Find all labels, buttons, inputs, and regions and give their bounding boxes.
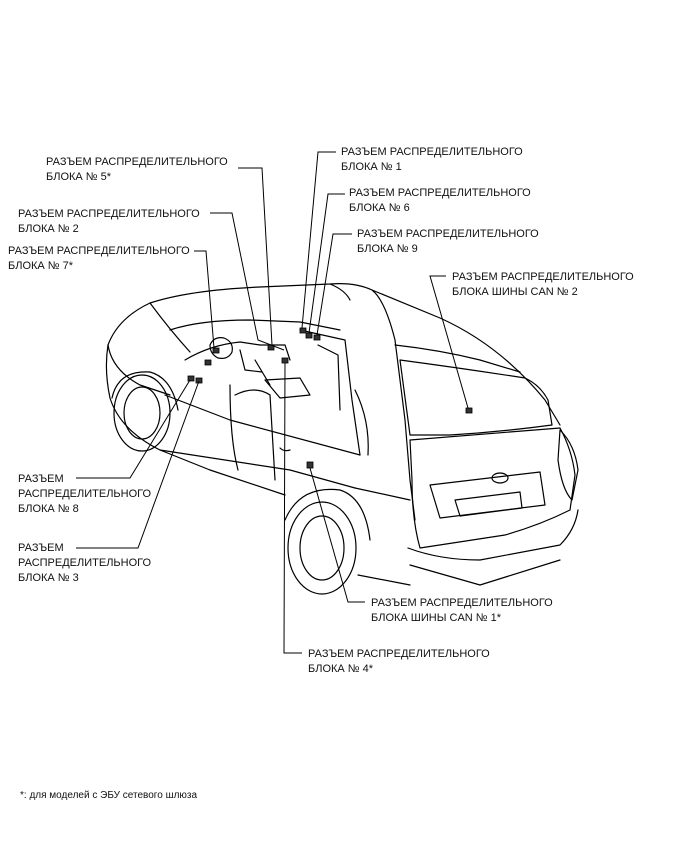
connector-marker-3 (195, 377, 203, 384)
leader-block5 (238, 167, 273, 346)
connector-marker-can1 (306, 461, 314, 469)
leader-block4 (283, 362, 302, 654)
label-block8: РАЗЪЕМ РАСПРЕДЕЛИТЕЛЬНОГО БЛОКА № 8 (18, 473, 152, 515)
front-body (105, 344, 211, 471)
leader-block7 (194, 250, 215, 349)
connector-marker-8 (187, 375, 195, 382)
connector-marker-1 (299, 327, 307, 334)
footnote: *: для моделей с ЭБУ сетевого шлюза (20, 790, 198, 801)
rear-wheel (287, 501, 357, 595)
label-block4: РАЗЪЕМ РАСПРЕДЕЛИТЕЛЬНОГО БЛОКА № 4* (308, 648, 490, 675)
leader-can1 (309, 467, 365, 603)
label-block1: РАЗЪЕМ РАСПРЕДЕЛИТЕЛЬНОГО БЛОКА № 1 (341, 146, 523, 173)
leader-block3 (76, 380, 200, 549)
connector-marker-7 (204, 359, 212, 366)
tailgate (409, 427, 576, 549)
label-can1: РАЗЪЕМ РАСПРЕДЕЛИТЕЛЬНОГО БЛОКА ШИНЫ CAN… (371, 597, 553, 624)
label-block6: РАЗЪЕМ РАСПРЕДЕЛИТЕЛЬНОГО БЛОКА № 6 (349, 187, 531, 214)
steering-wheel (209, 337, 233, 359)
leader-block6 (308, 193, 345, 334)
leader-can2 (429, 275, 469, 409)
connector-marker-4 (281, 357, 289, 364)
label-block3: РАЗЪЕМ РАСПРЕДЕЛИТЕЛЬНОГО БЛОКА № 3 (18, 542, 152, 584)
connector-marker-2 (212, 347, 220, 354)
label-can2: РАЗЪЕМ РАСПРЕДЕЛИТЕЛЬНОГО БЛОКА ШИНЫ CAN… (452, 271, 634, 298)
label-block5: РАЗЪЕМ РАСПРЕДЕЛИТЕЛЬНОГО БЛОКА № 5* (46, 156, 228, 183)
label-block7: РАЗЪЕМ РАСПРЕДЕЛИТЕЛЬНОГО БЛОКА № 7* (8, 245, 190, 272)
label-block9: РАЗЪЕМ РАСПРЕДЕЛИТЕЛЬНОГО БЛОКА № 9 (357, 228, 539, 255)
leader-block8 (76, 379, 191, 479)
rear-emblem (491, 472, 509, 484)
front-door (229, 384, 276, 481)
connector-marker-9 (313, 334, 321, 341)
leader-block2 (210, 212, 285, 351)
rear-window (399, 359, 553, 436)
label-block2: РАЗЪЕМ РАСПРЕДЕЛИТЕЛЬНОГО БЛОКА № 2 (18, 208, 200, 235)
leader-block1 (301, 151, 336, 329)
leader-block9 (316, 233, 352, 336)
connector-marker-6 (305, 332, 313, 339)
connector-marker-can2 (465, 407, 473, 414)
